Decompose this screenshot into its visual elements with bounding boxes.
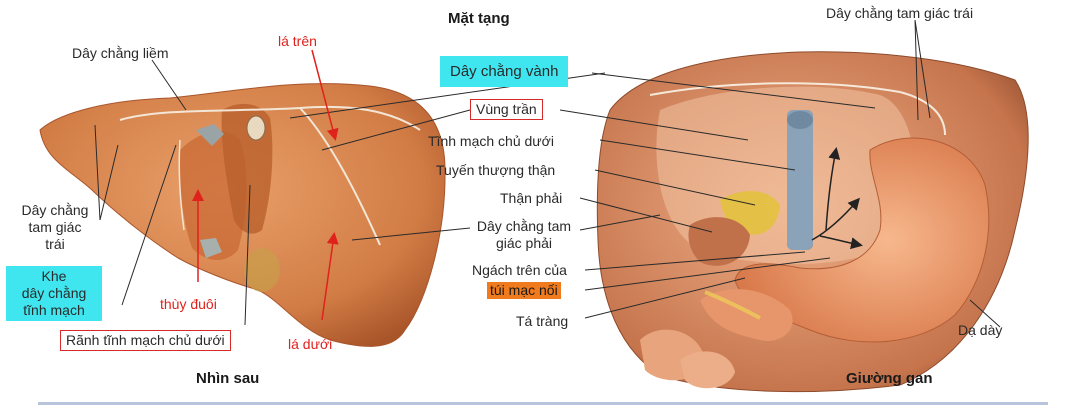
bottom-divider [38,402,1048,405]
label-left-triangular-ligament: Dây chằng tam giác trái [10,202,100,253]
liver-posterior-view [39,83,446,347]
label-fissure-line3: tĩnh mạch [23,302,85,318]
label-right-kidney: Thận phải [500,190,563,206]
label-omental-bursa: túi mạc nối [487,282,561,299]
label-left-triangular-top: Dây chằng tam giác trái [826,5,974,21]
label-caudate-lobe: thùy đuôi [160,296,217,312]
label-lower-layer: lá dưới [288,336,333,352]
label-inferior-vena-cava: Tĩnh mạch chủ dưới [428,133,554,149]
label-superior-recess: Ngách trên của [472,262,567,278]
liver-bed-view [596,51,1029,393]
label-stomach: Dạ dày [958,322,1003,338]
label-duodenum: Tá tràng [516,313,569,329]
label-upper-layer: lá trên [278,33,317,49]
label-coronary-ligament: Dây chằng vành [440,56,569,87]
label-left-triangular-line1: Dây chằng [21,202,89,218]
label-ivc-groove: Rãnh tĩnh mạch chủ dưới [60,330,231,351]
label-adrenal-gland: Tuyến thượng thận [436,162,556,178]
label-right-triangular-line1: Dây chằng tam [476,218,572,234]
label-left-triangular-line3: trái [45,236,65,252]
label-right-triangular-ligament: Dây chằng tam giác phải [465,218,583,252]
title-visceral-surface: Mặt tạng [448,10,510,27]
label-falciform-ligament: Dây chằng liềm [72,45,169,61]
title-posterior-view: Nhìn sau [196,370,260,387]
red-arrows [192,49,339,321]
label-left-triangular-line2: tam giác [28,219,82,235]
label-right-triangular-line2: giác phải [495,235,553,251]
label-ligamentum-venosum-fissure: Khe dây chằng tĩnh mạch [6,266,102,321]
label-fissure-line1: Khe [41,268,67,284]
label-bare-area: Vùng trần [470,99,543,120]
title-liver-bed: Giường gan [846,370,933,387]
label-fissure-line2: dây chằng [21,285,87,301]
leader-lines-right [559,19,1001,328]
